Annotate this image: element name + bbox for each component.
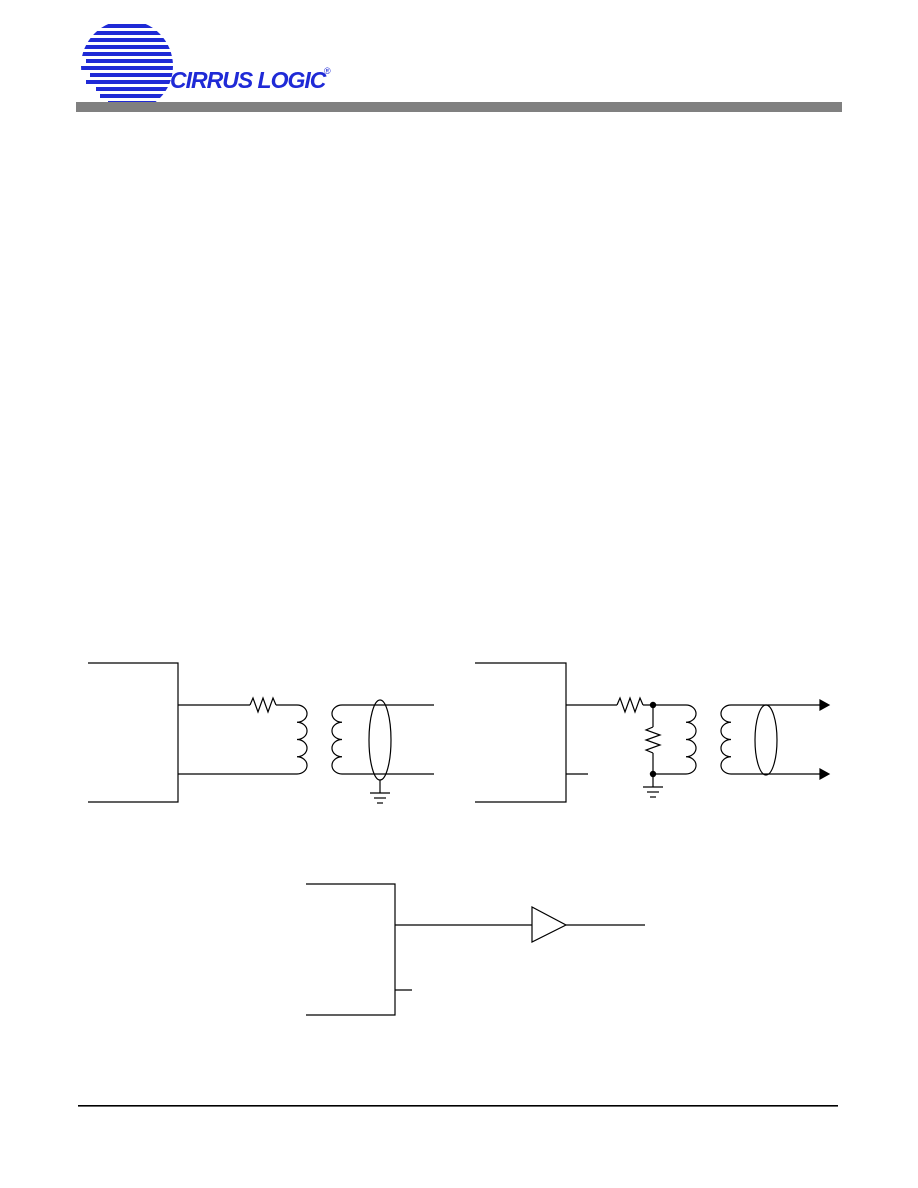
- figure-buffer-output: [306, 883, 645, 1016]
- transformer-secondary-icon: [720, 704, 732, 775]
- ground-icon: [370, 780, 390, 804]
- cirrus-logic-logo: CIRRUS LOGIC ®: [81, 24, 331, 105]
- device-outline: [475, 662, 567, 803]
- shunt-resistor-icon: [644, 726, 662, 754]
- transformer-primary-icon: [685, 704, 697, 775]
- arrow-right-icon: [819, 767, 831, 781]
- series-resistor-icon: [249, 696, 277, 714]
- figure-transformer-output-right: [475, 662, 831, 803]
- footer-rule: [78, 1105, 838, 1107]
- series-resistor-icon: [616, 696, 644, 714]
- header-rule: [76, 102, 842, 112]
- brand-name: CIRRUS LOGIC: [170, 67, 327, 93]
- cable-shield-icon: [368, 699, 392, 781]
- cable-shield-icon: [754, 704, 778, 776]
- junction-dot: [649, 701, 657, 709]
- logo-swirl-icon: [81, 24, 173, 105]
- device-outline: [88, 662, 179, 803]
- device-outline: [306, 883, 396, 1016]
- figure-transformer-output-left: [88, 662, 434, 804]
- registered-mark: ®: [324, 66, 331, 76]
- transformer-primary-icon: [296, 704, 308, 775]
- arrow-right-icon: [819, 698, 831, 712]
- transformer-secondary-icon: [331, 704, 343, 775]
- buffer-amplifier-icon: [531, 906, 568, 943]
- ground-icon: [643, 774, 663, 798]
